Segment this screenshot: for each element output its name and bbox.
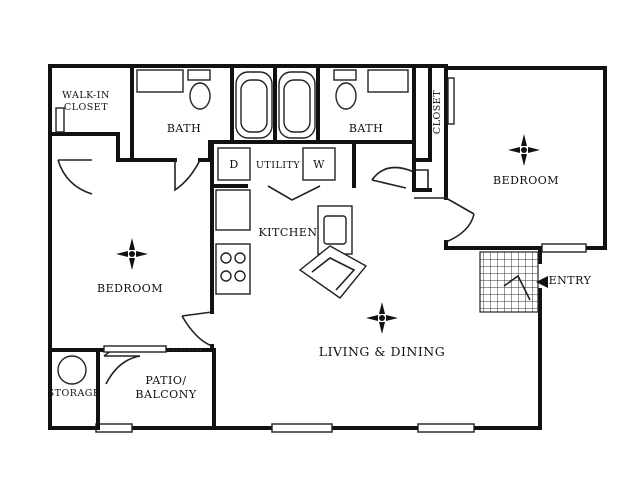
washer-label: W (313, 158, 325, 171)
closet-label: CLOSET (432, 90, 443, 134)
dryer-label: D (229, 158, 238, 171)
doors (57, 159, 475, 385)
patio-label-line2: BALCONY (135, 388, 196, 401)
entry-arrow-icon (536, 276, 548, 288)
walk-in-closet-label-line2: CLOSET (64, 102, 108, 113)
entry-label: ENTRY (549, 274, 592, 287)
kitchen-label: KITCHEN (258, 226, 317, 239)
ceiling-fan-icon (508, 134, 540, 166)
room-labels: WALK-IN CLOSET BATH BATH CLOSET UTILITY … (48, 90, 592, 401)
utility-label: UTILITY (256, 160, 300, 171)
ceiling-fan-icon (366, 302, 398, 334)
bath-right-label: BATH (349, 122, 383, 135)
windows (95, 243, 587, 433)
bedroom-right-label: BEDROOM (493, 174, 559, 187)
walk-in-closet-label-line1: WALK-IN (62, 90, 110, 101)
living-dining-label: LIVING & DINING (319, 344, 445, 359)
patio-label-line1: PATIO/ (145, 374, 186, 387)
fixtures (55, 69, 539, 385)
bedroom-left-label: BEDROOM (97, 282, 163, 295)
ceiling-fan-icon (116, 238, 148, 270)
bath-left-label: BATH (167, 122, 201, 135)
storage-label: STORAGE (48, 388, 101, 399)
